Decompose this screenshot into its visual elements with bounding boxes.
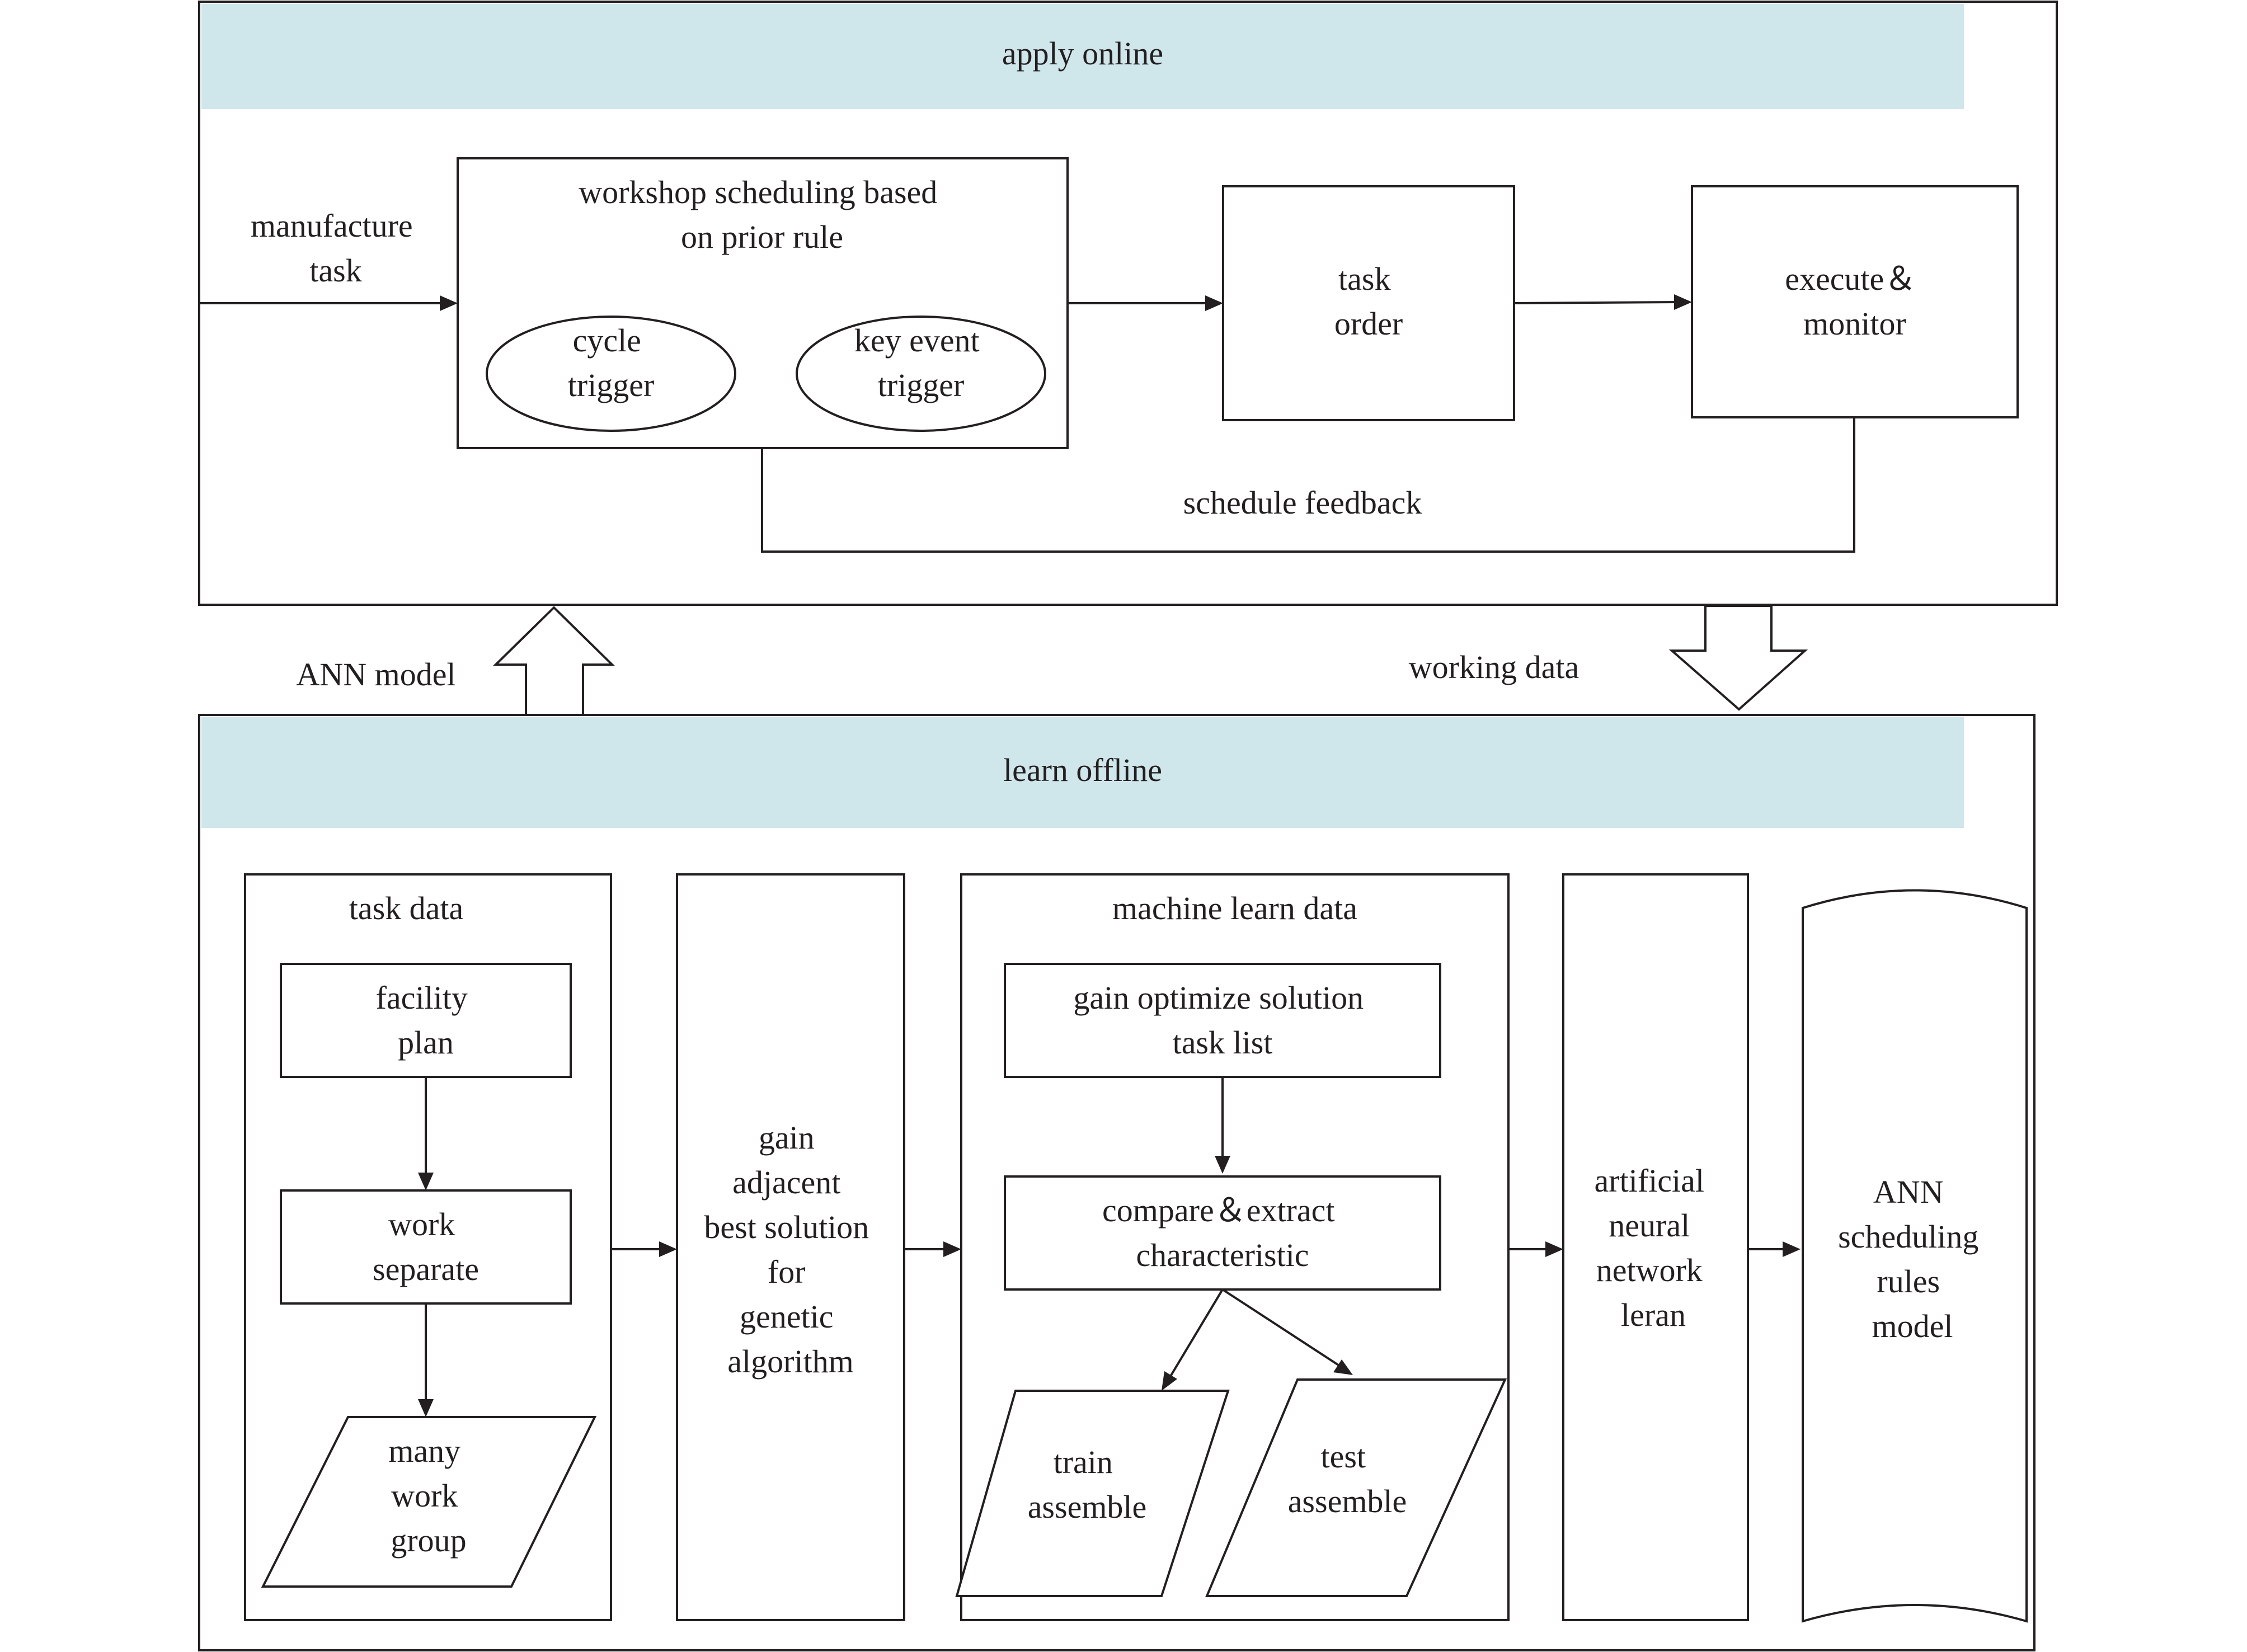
- machine-learn-data-label: machine learn data: [1112, 890, 1357, 926]
- working-data-down-arrow: [1668, 605, 1808, 711]
- gain-adjacent-label: gain adjacent best solution for genetic …: [704, 1119, 877, 1380]
- cycle-trigger-label: cycle trigger: [568, 322, 655, 403]
- schedule-feedback-label: schedule feedback: [1183, 484, 1422, 521]
- facility-plan-label: facility plan: [376, 980, 476, 1061]
- scheduling-to-order-arrowhead: [1205, 295, 1223, 311]
- manufacture-task-label: manufacture task: [251, 208, 421, 289]
- compare-extract-label: compare＆extract characteristic: [1102, 1192, 1343, 1273]
- cycle-trigger-ellipse: [486, 316, 736, 432]
- many-work-group-label: many work group: [388, 1433, 468, 1559]
- ann-model-up-arrow: [493, 606, 615, 716]
- offline-title-band: [201, 717, 1964, 828]
- key-event-trigger-ellipse: [796, 316, 1046, 432]
- work-separate-box: [280, 1189, 572, 1305]
- optimize-to-compare-arrowhead: [1215, 1156, 1230, 1174]
- workshop-scheduling-label: workshop scheduling based on prior rule: [579, 174, 946, 255]
- compare-to-test-arrow: [1221, 1288, 1339, 1366]
- train-assemble-parallelogram: [955, 1390, 1230, 1597]
- gain-to-mldata-arrowhead: [943, 1241, 961, 1257]
- task-order-label: task order: [1334, 261, 1403, 342]
- ann-learn-box: [1562, 873, 1749, 1621]
- separate-to-group-arrowhead: [418, 1399, 434, 1417]
- compare-to-test-arrowhead: [1333, 1359, 1353, 1375]
- compare-to-train-arrow: [1169, 1288, 1224, 1377]
- order-to-execute-arrowhead: [1674, 294, 1692, 310]
- train-assemble-label: train assemble: [1028, 1444, 1147, 1525]
- compare-to-train-arrowhead: [1162, 1371, 1177, 1391]
- order-to-execute-arrow-line: [1513, 301, 1679, 304]
- ann-rules-model-label: ANN scheduling rules model: [1838, 1174, 1987, 1344]
- ann-to-model-arrowhead: [1783, 1241, 1801, 1257]
- ann-learn-label: artificial neural network leran: [1595, 1162, 1713, 1333]
- working-data-label: working data: [1409, 649, 1579, 685]
- offline-title: learn offline: [1003, 752, 1162, 788]
- work-separate-label: work separate: [373, 1206, 479, 1287]
- online-title-band: [201, 4, 1964, 109]
- ann-rules-model-storage: [1802, 889, 2028, 1623]
- task-order-box: [1222, 185, 1515, 421]
- gain-adjacent-box: [676, 873, 905, 1621]
- taskdata-to-gain-arrowhead: [659, 1241, 677, 1257]
- mldata-to-ann-arrowhead: [1545, 1241, 1563, 1257]
- task-data-label: task data: [349, 890, 464, 926]
- key-event-trigger-label: key event trigger: [854, 322, 988, 403]
- compare-extract-box: [1004, 1175, 1441, 1291]
- test-assemble-label: test assemble: [1288, 1438, 1407, 1519]
- many-work-group-parallelogram: [261, 1416, 597, 1588]
- gain-optimize-label: gain optimize solution task list: [1073, 980, 1371, 1061]
- ann-model-label: ANN model: [296, 656, 455, 693]
- execute-monitor-label: execute＆ monitor: [1785, 261, 1925, 342]
- execute-monitor-box: [1691, 185, 2019, 418]
- facility-to-separate-arrowhead: [418, 1173, 434, 1190]
- schedule-feedback-line: [761, 417, 1855, 553]
- online-title: apply online: [1002, 35, 1163, 72]
- test-assemble-parallelogram: [1205, 1378, 1507, 1597]
- manufacture-task-arrowhead: [440, 295, 458, 311]
- facility-plan-box: [280, 963, 572, 1078]
